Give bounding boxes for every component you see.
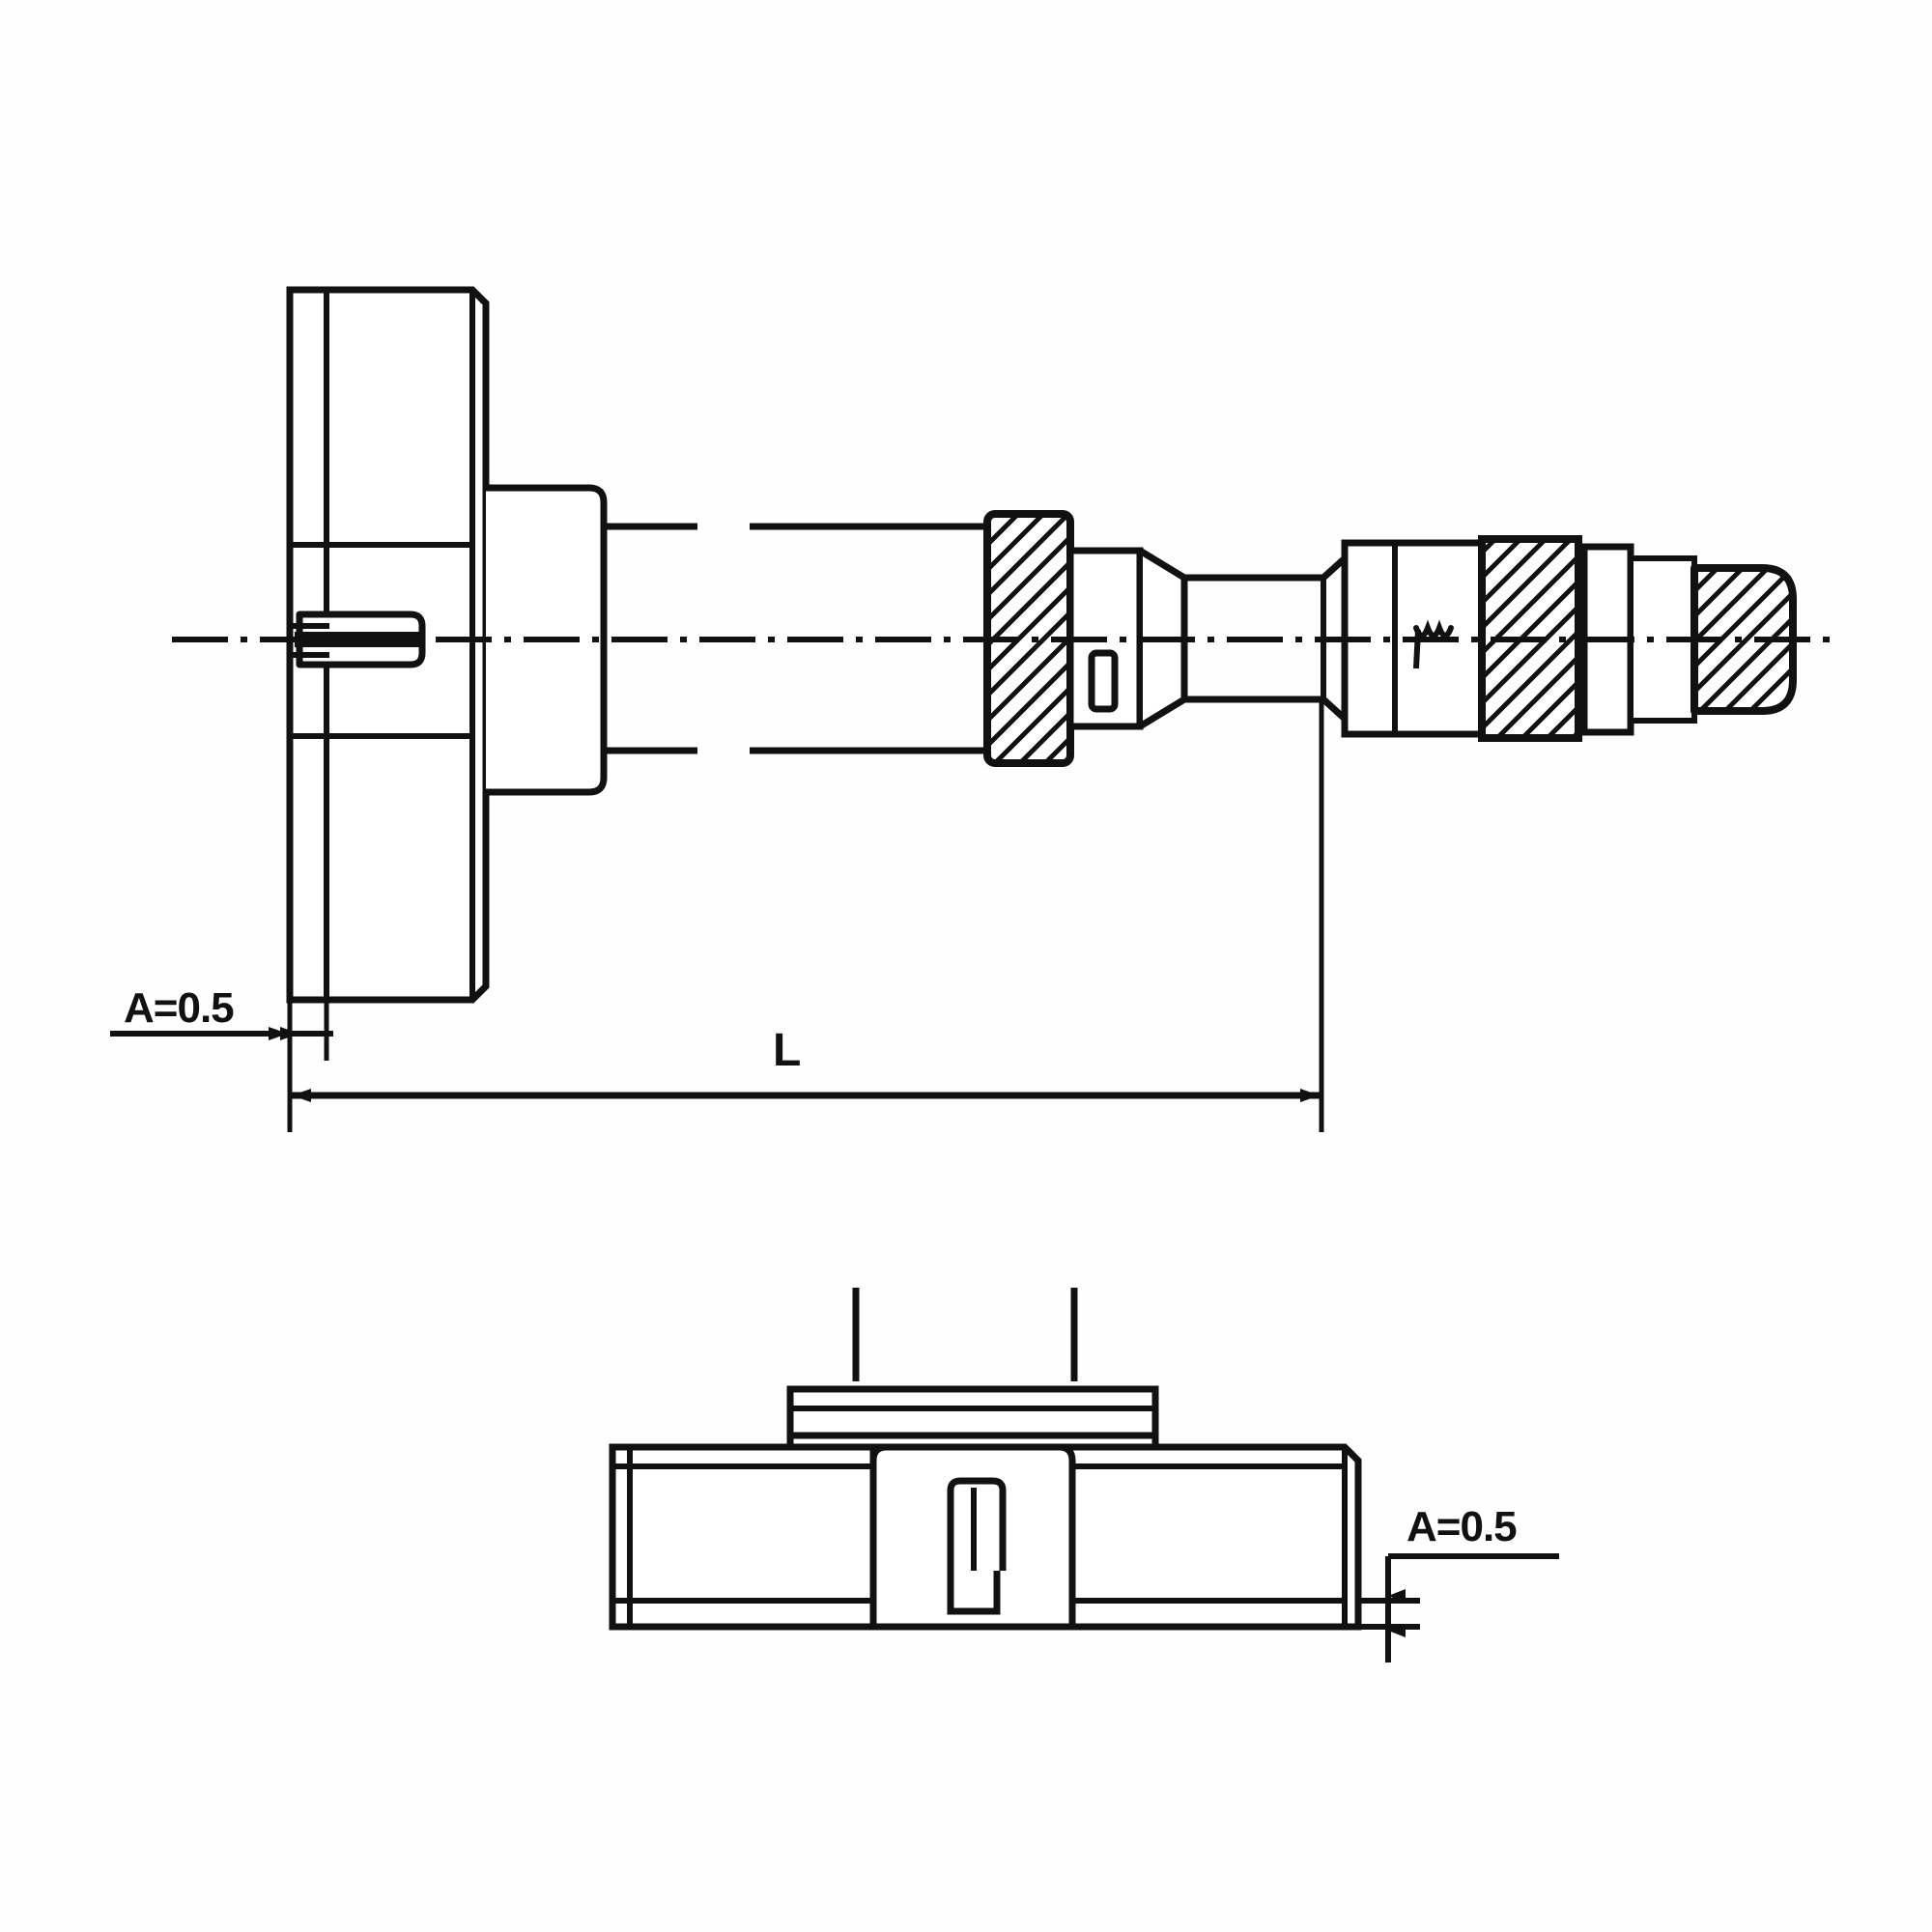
- boss-top-band: [786, 1385, 1159, 1439]
- thread-mark-tail: [1413, 629, 1421, 669]
- thread-mark-icon: [1413, 619, 1454, 639]
- side-view-group: A=0.5 L: [110, 286, 1832, 1132]
- dimension-a-bottom: A=0.5: [1358, 1503, 1559, 1662]
- knurled-end-cap: [1690, 564, 1797, 715]
- connector-far: [1321, 535, 1797, 742]
- bottom-view-group: A=0.5: [609, 1288, 1559, 1662]
- dim-L-label: L: [773, 1025, 801, 1076]
- connector-body-slot: [1088, 649, 1119, 713]
- keyway-slot: [290, 611, 426, 668]
- cable-sheath: [604, 523, 990, 754]
- dim-a-top-label: A=0.5: [124, 984, 234, 1032]
- dim-a-bottom-label: A=0.5: [1406, 1503, 1517, 1550]
- plan-keyway-slot: [947, 1477, 1007, 1615]
- center-pad-corner: [869, 1443, 888, 1462]
- dimension-length: L: [287, 699, 1324, 1132]
- plan-keyway-lower: [947, 1571, 1001, 1615]
